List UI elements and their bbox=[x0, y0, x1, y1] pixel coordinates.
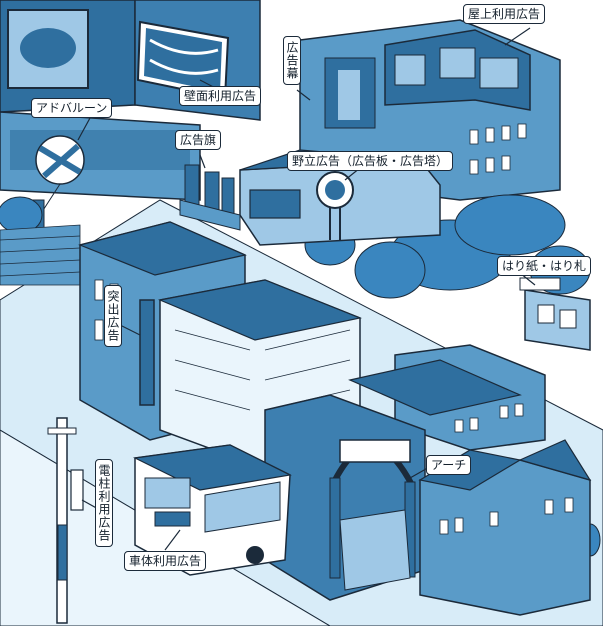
label-pole-ad: 電柱利用広告 bbox=[95, 459, 113, 547]
label-projecting-ad: 突出広告 bbox=[104, 285, 122, 347]
buildings-right bbox=[348, 344, 546, 451]
label-ad-curtain: 広告幕 bbox=[283, 36, 301, 85]
label-posters: はり紙・はり札 bbox=[497, 256, 592, 276]
standing-billboard bbox=[239, 149, 441, 246]
arch bbox=[264, 394, 426, 601]
wall-billboard bbox=[136, 20, 230, 100]
label-vehicle-ad: 車体利用広告 bbox=[124, 551, 207, 571]
houses-lower-right bbox=[418, 439, 592, 616]
label-ad-flag: 広告旗 bbox=[175, 130, 222, 150]
label-rooftop-ad: 屋上利用広告 bbox=[463, 4, 546, 24]
plaza bbox=[0, 224, 81, 286]
poster-board bbox=[519, 277, 591, 351]
label-arch: アーチ bbox=[426, 455, 472, 475]
bus bbox=[132, 444, 292, 576]
label-ad-balloon: アドバルーン bbox=[31, 98, 113, 118]
utility-pole bbox=[47, 417, 84, 624]
label-wall-ad: 壁面利用広告 bbox=[179, 86, 262, 106]
ad-flags bbox=[179, 164, 241, 231]
label-standing-ad: 野立広告（広告板・広告塔） bbox=[287, 151, 454, 171]
